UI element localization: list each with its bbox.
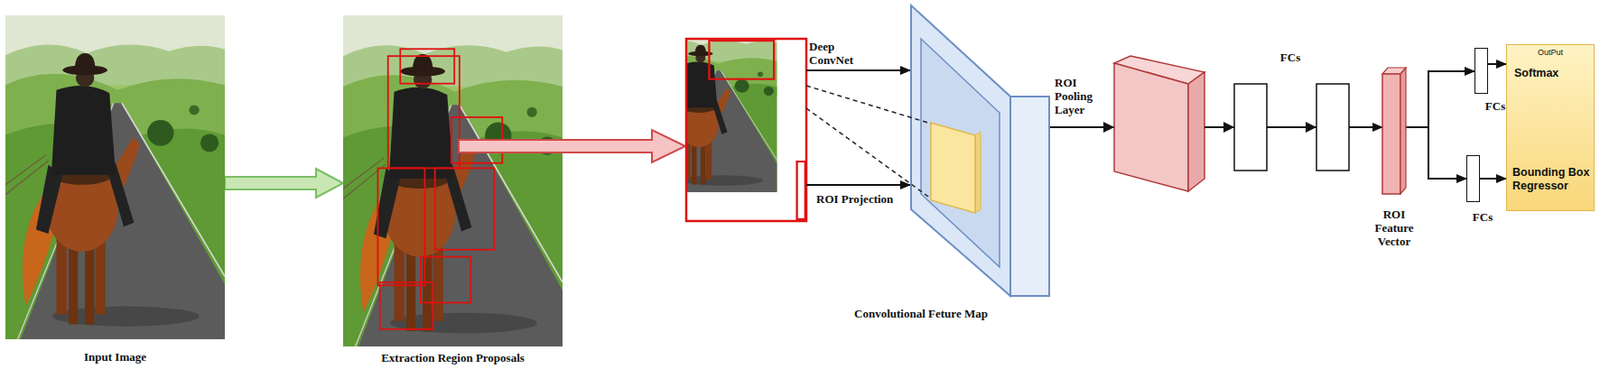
image-panel: Input Image xyxy=(5,15,225,340)
drawing-part xyxy=(377,167,425,286)
node-text: Extraction Region Proposals xyxy=(343,351,563,365)
drawing-part xyxy=(400,48,455,84)
node-text: Input Image xyxy=(5,350,225,364)
projection-arrow xyxy=(806,184,911,187)
node-text: FCs xyxy=(1464,210,1501,224)
projection-dash xyxy=(806,85,931,124)
fc-layer xyxy=(1234,83,1267,171)
fc-link xyxy=(1348,126,1381,129)
arrow-head xyxy=(1223,121,1235,133)
connector xyxy=(1488,63,1507,66)
node-text: OutPut xyxy=(1506,47,1594,58)
output-box: OutPutSoftmaxBounding Box Regressor xyxy=(1506,44,1595,212)
node-text: ROI Feature Vector xyxy=(1365,207,1424,249)
crop-arrow xyxy=(458,130,686,163)
step-label: ROI Projection xyxy=(816,192,907,206)
drawing-part xyxy=(657,25,778,193)
drawing-part xyxy=(343,15,563,347)
connector xyxy=(224,168,344,198)
drawing-part xyxy=(377,48,503,330)
convnet-arrow xyxy=(806,69,911,72)
input-photo xyxy=(5,15,225,340)
feature-map: Convolutional Feture Map xyxy=(911,5,1050,297)
drawing-part xyxy=(5,15,225,340)
arrow-head xyxy=(1103,121,1115,133)
feature-map-front xyxy=(1010,96,1050,297)
node-text: Softmax xyxy=(1514,66,1591,81)
drawing-part xyxy=(708,40,774,80)
roi-patch-side xyxy=(975,131,981,214)
edge-label: ROI Pooling Layer xyxy=(1054,75,1107,117)
pooled-block-face xyxy=(1114,63,1189,192)
layer-label: FCs xyxy=(1274,50,1306,65)
drawing-part xyxy=(380,282,434,330)
feature-vector: ROI Feature Vector xyxy=(1382,67,1406,195)
step-label: Deep ConvNet xyxy=(809,39,864,67)
fc-layer: FCs xyxy=(1466,155,1480,203)
drawing-part xyxy=(420,257,471,304)
crop-photo xyxy=(657,25,806,220)
crop-border xyxy=(686,38,807,222)
image-panel: Extraction Region Proposals xyxy=(343,15,563,347)
arrow-head xyxy=(1305,121,1317,133)
connector xyxy=(1405,71,1475,128)
fc-layer: FCs xyxy=(1474,47,1489,94)
proposal-photo xyxy=(343,15,563,347)
feature-map-inner xyxy=(920,38,1000,268)
connector xyxy=(1479,177,1507,180)
roi-patch xyxy=(930,122,976,214)
connector xyxy=(1405,127,1467,179)
projection-dash xyxy=(806,108,931,199)
node-text: Convolutional Feture Map xyxy=(838,306,1004,321)
feature-map-face xyxy=(911,5,1011,297)
drawing-part xyxy=(435,167,495,250)
drawing-part xyxy=(797,161,806,220)
pooled-block-side xyxy=(1188,72,1205,192)
fc-layer xyxy=(1316,83,1349,171)
vector-face xyxy=(1382,74,1401,195)
node-text: Bounding Box Regressor xyxy=(1512,166,1592,194)
drawing-part xyxy=(388,55,460,168)
vector-side xyxy=(1400,67,1406,195)
